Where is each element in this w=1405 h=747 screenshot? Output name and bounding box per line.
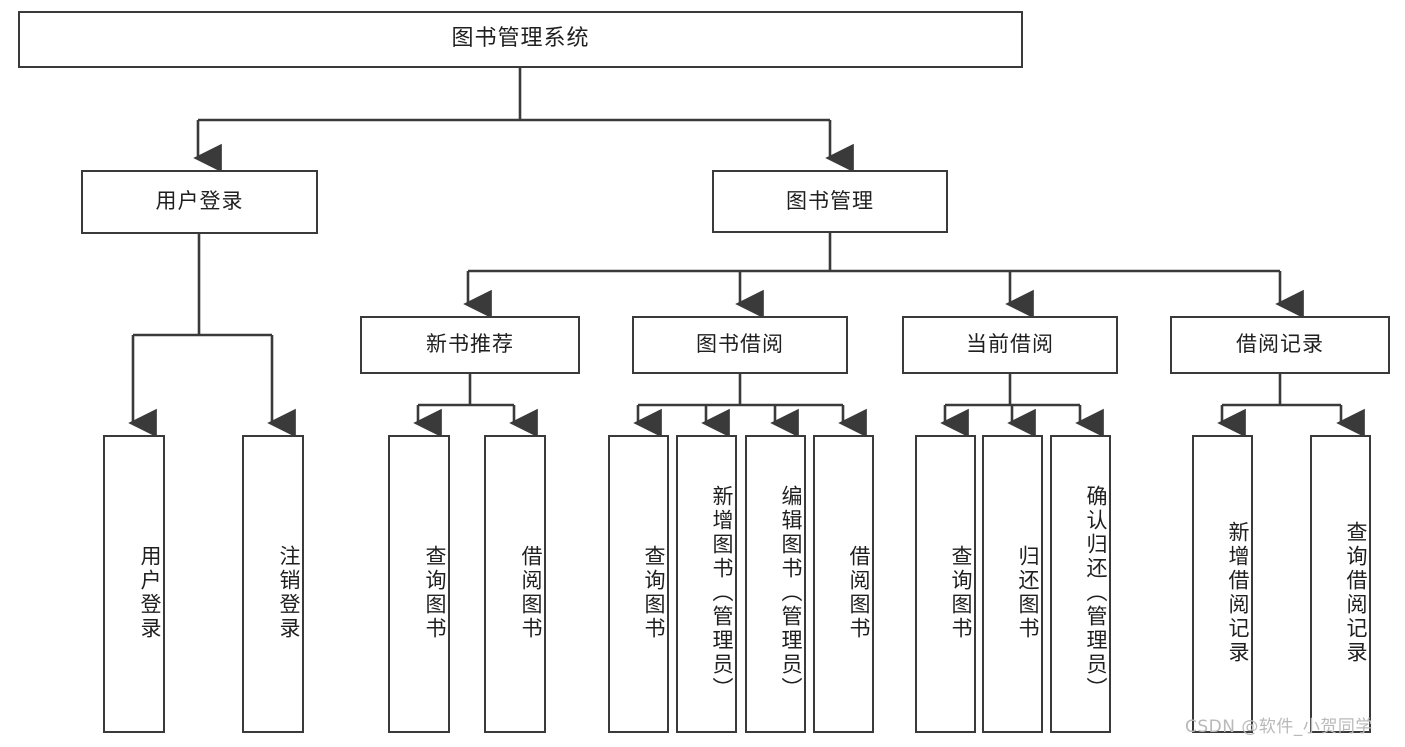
leaf-query-borrow-record[interactable]: 查询借阅记录	[1310, 435, 1371, 733]
node-root-book-management-system[interactable]: 图书管理系统	[18, 11, 1023, 68]
node-label: 注销登录	[277, 545, 301, 641]
node-label: 新书推荐	[426, 332, 514, 357]
leaf-return-books[interactable]: 归还图书	[982, 435, 1043, 733]
node-label: 当前借阅	[966, 332, 1054, 357]
leaf-query-books-borrow[interactable]: 查询图书	[608, 435, 669, 733]
node-user-login[interactable]: 用户登录	[81, 170, 318, 234]
leaf-query-books-recommend[interactable]: 查询图书	[388, 435, 450, 733]
node-label: 图书管理	[786, 188, 874, 213]
leaf-confirm-return-admin[interactable]: 确认归还（管理员）	[1050, 435, 1111, 733]
node-label: 用户登录	[155, 189, 244, 214]
node-label: 图书借阅	[696, 332, 784, 357]
node-label: 查询图书	[949, 545, 973, 641]
node-label: 借阅图书	[847, 545, 871, 641]
node-label: 查询图书	[642, 545, 666, 641]
node-label: 确认归还（管理员）	[1084, 485, 1108, 701]
node-label: 新增图书（管理员）	[710, 485, 734, 701]
leaf-edit-book-admin[interactable]: 编辑图书（管理员）	[745, 435, 806, 733]
node-current-borrowing[interactable]: 当前借阅	[902, 316, 1118, 374]
node-new-book-recommendation[interactable]: 新书推荐	[360, 316, 580, 374]
node-label: 编辑图书（管理员）	[779, 485, 803, 701]
leaf-query-books-current[interactable]: 查询图书	[915, 435, 976, 733]
node-label: 归还图书	[1016, 545, 1040, 641]
csdn-watermark: CSDN @软件_小贺同学	[1185, 717, 1373, 737]
node-label: 用户登录	[138, 545, 162, 641]
node-book-borrowing[interactable]: 图书借阅	[632, 316, 848, 374]
leaf-add-book-admin[interactable]: 新增图书（管理员）	[676, 435, 737, 733]
node-label: 查询图书	[423, 545, 447, 641]
node-label: 图书管理系统	[451, 26, 590, 52]
leaf-logout-login[interactable]: 注销登录	[242, 435, 304, 733]
leaf-user-login[interactable]: 用户登录	[103, 435, 165, 733]
leaf-borrow-books-recommend[interactable]: 借阅图书	[484, 435, 546, 733]
leaf-borrow-books[interactable]: 借阅图书	[813, 435, 874, 733]
node-label: 新增借阅记录	[1226, 521, 1250, 665]
node-label: 借阅记录	[1236, 332, 1324, 357]
node-label: 借阅图书	[519, 545, 543, 641]
node-book-management[interactable]: 图书管理	[712, 170, 948, 233]
node-label: 查询借阅记录	[1344, 521, 1368, 665]
node-borrowing-record[interactable]: 借阅记录	[1170, 316, 1390, 374]
leaf-add-borrow-record[interactable]: 新增借阅记录	[1192, 435, 1253, 733]
